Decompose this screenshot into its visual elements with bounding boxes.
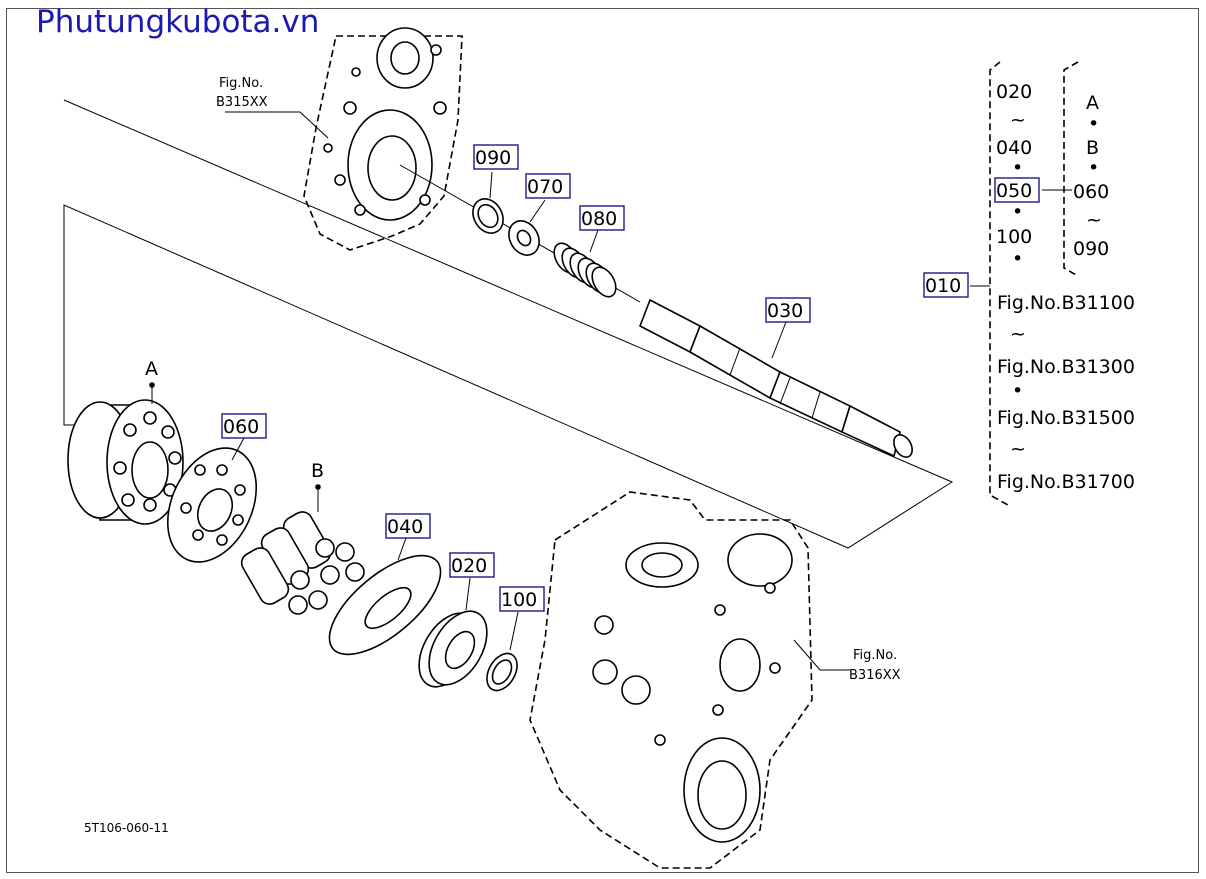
- legend-col1-1: ~: [1010, 109, 1026, 131]
- legend-col2-3: •: [1088, 157, 1099, 179]
- legend-range-list: 020 ~ 040 • 050 • 100 •: [994, 81, 1040, 270]
- callout-060: 060: [223, 416, 259, 438]
- marker-b: B: [311, 460, 324, 482]
- legend-col1-7: •: [1012, 248, 1023, 270]
- part-030-shaft: [638, 298, 913, 458]
- legend-col2-2: B: [1086, 137, 1099, 159]
- legend-col1-0: 020: [996, 81, 1032, 103]
- legend-col1-6: 100: [996, 226, 1032, 248]
- lower-ref-line1: Fig.No.: [853, 648, 897, 663]
- upper-housing-plate: [303, 27, 463, 251]
- legend-fig-list: Fig.No.B31100 ~ Fig.No.B31300 • Fig.No.B…: [997, 292, 1135, 493]
- lower-ref-line2: B316XX: [849, 668, 901, 683]
- legend-col1-5: •: [1012, 201, 1023, 223]
- legend-col2-5: ~: [1086, 209, 1102, 231]
- legend-fig-1: ~: [1010, 323, 1026, 345]
- marker-a: A: [145, 358, 158, 380]
- callout-020: 020: [451, 555, 487, 577]
- legend-fig-4: Fig.No.B31500: [997, 407, 1135, 429]
- drawing-code: 5T106-060-11: [84, 821, 169, 835]
- callout-090: 090: [475, 147, 511, 169]
- callout-030: 030: [767, 300, 803, 322]
- callout-010: 010: [925, 275, 961, 297]
- part-100-snap-ring: [486, 652, 518, 692]
- legend-fig-0: Fig.No.B31100: [997, 292, 1135, 314]
- part-080-spring: [553, 242, 617, 298]
- part-020-bearing: [418, 610, 488, 688]
- part-b-pistons: [240, 511, 365, 615]
- part-070-washer: [508, 220, 540, 256]
- part-090-snap-ring: [472, 198, 504, 234]
- legend-col2-4: 060: [1073, 181, 1109, 203]
- legend-fig-2: Fig.No.B31300: [997, 356, 1135, 378]
- drawing-frame: [6, 8, 1199, 873]
- legend-col2-1: •: [1088, 113, 1099, 135]
- part-a-cylinder-block: [67, 399, 184, 525]
- legend-col2-0: A: [1086, 92, 1099, 114]
- legend-col1-4: 050: [996, 180, 1032, 202]
- part-060-plate: [166, 447, 258, 563]
- callout-100: 100: [501, 589, 537, 611]
- part-040-thrust-plate: [328, 554, 442, 656]
- legend-col1-3: •: [1012, 157, 1023, 179]
- upper-ref-line2: B315XX: [216, 95, 268, 110]
- legend-fig-5: ~: [1010, 438, 1026, 460]
- legend-fig-6: Fig.No.B31700: [997, 471, 1135, 493]
- legend-col1-2: 040: [996, 137, 1032, 159]
- legend-sub-list: A • B • 060 ~ 090: [1073, 92, 1109, 260]
- assembly-boundary: [63, 99, 954, 549]
- upper-ref-line1: Fig.No.: [219, 76, 263, 91]
- callout-040: 040: [387, 516, 423, 538]
- watermark: Phutungkubota.vn: [36, 4, 320, 40]
- lower-housing: [529, 491, 813, 869]
- callout-080: 080: [581, 208, 617, 230]
- legend-fig-3: •: [1012, 380, 1023, 402]
- callout-070: 070: [527, 176, 563, 198]
- legend-col2-6: 090: [1073, 238, 1109, 260]
